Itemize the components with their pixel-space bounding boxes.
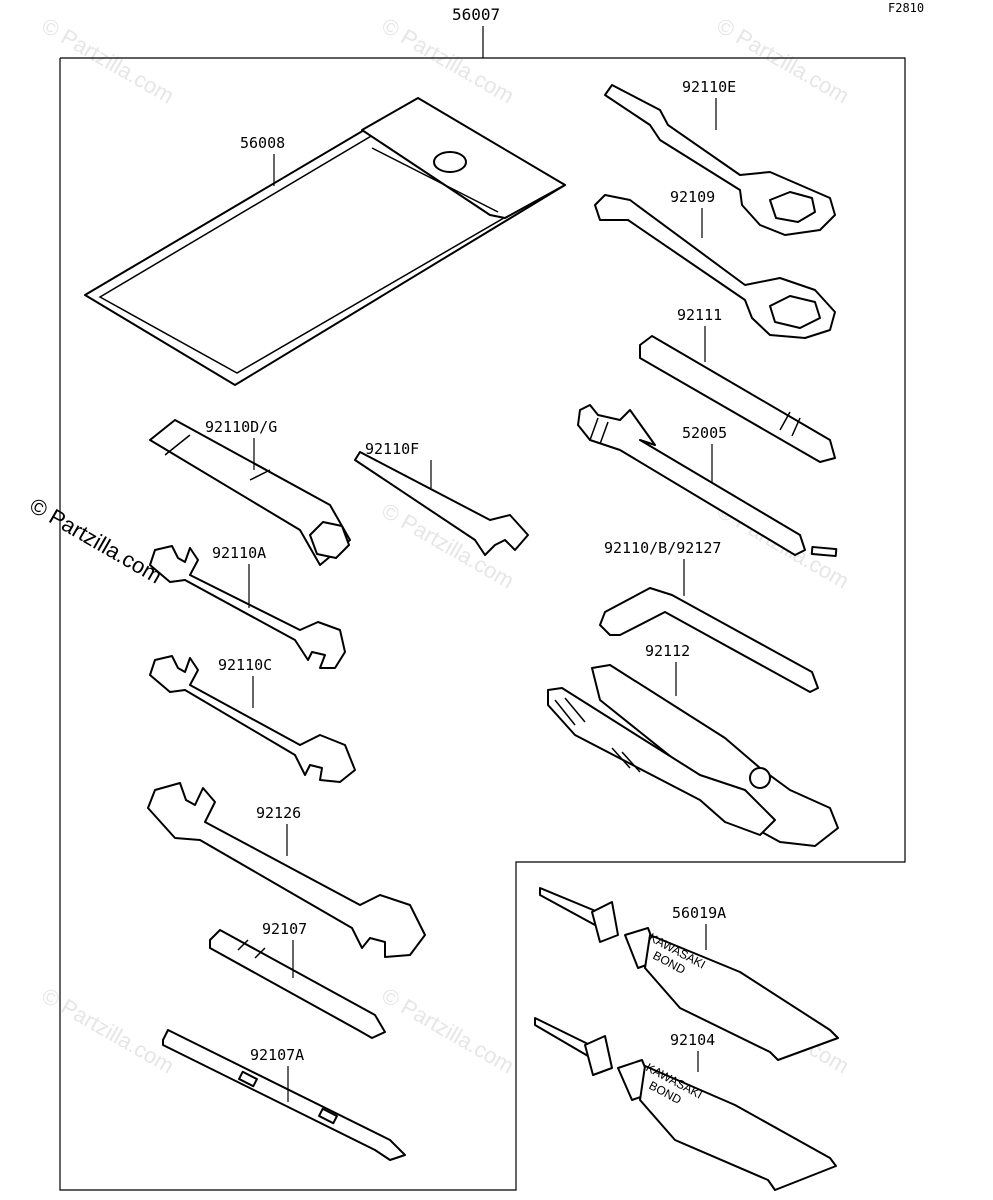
part-label: 52005 <box>682 424 727 442</box>
watermark-text: © Partzilla.com <box>378 983 519 1079</box>
spoke-tool[interactable] <box>577 404 838 558</box>
pliers[interactable] <box>547 664 839 847</box>
bond-tube[interactable]: KAWASAKI BOND <box>534 1017 837 1191</box>
part-label: 92109 <box>670 188 715 206</box>
watermark-text: © Partzilla.com <box>378 13 519 109</box>
ring-wrench[interactable] <box>594 194 836 339</box>
part-label: 56008 <box>240 134 285 152</box>
ring-wrench-e[interactable] <box>604 84 836 236</box>
double-wrench-a[interactable] <box>149 545 346 669</box>
small-wrench[interactable] <box>354 451 529 556</box>
screwdriver-bit[interactable] <box>209 929 386 1039</box>
part-label: 92111 <box>677 306 722 324</box>
part-label: 92107 <box>262 920 307 938</box>
kit-frame <box>59 57 906 1191</box>
watermark-text: © Partzilla.com <box>38 983 179 1079</box>
part-label: 92112 <box>645 642 690 660</box>
hex-key[interactable] <box>599 587 819 693</box>
tool-bag[interactable] <box>84 97 566 386</box>
double-wrench-c[interactable] <box>149 655 356 783</box>
double-screwdriver-bit[interactable] <box>162 1029 406 1161</box>
part-label: 92110C <box>218 656 272 674</box>
hex-bar[interactable] <box>639 335 836 463</box>
figure-code: F2810 <box>888 1 924 15</box>
part-label: 92107A <box>250 1046 304 1064</box>
part-label: 92110E <box>682 78 736 96</box>
part-label: 92110A <box>212 544 266 562</box>
part-label: 92110/B/92127 <box>604 539 721 557</box>
part-label: 92126 <box>256 804 301 822</box>
assembly-label: 56007 <box>452 5 500 24</box>
box-wrench[interactable] <box>149 419 351 566</box>
part-label: 92110F <box>365 440 419 458</box>
part-label: 56019A <box>672 904 726 922</box>
part-label: 92110D/G <box>205 418 277 436</box>
part-label: 92104 <box>670 1031 715 1049</box>
watermark-text: © Partzilla.com <box>38 13 179 109</box>
side-watermark: © Partzilla.com <box>26 493 167 589</box>
large-wrench[interactable] <box>147 782 426 958</box>
